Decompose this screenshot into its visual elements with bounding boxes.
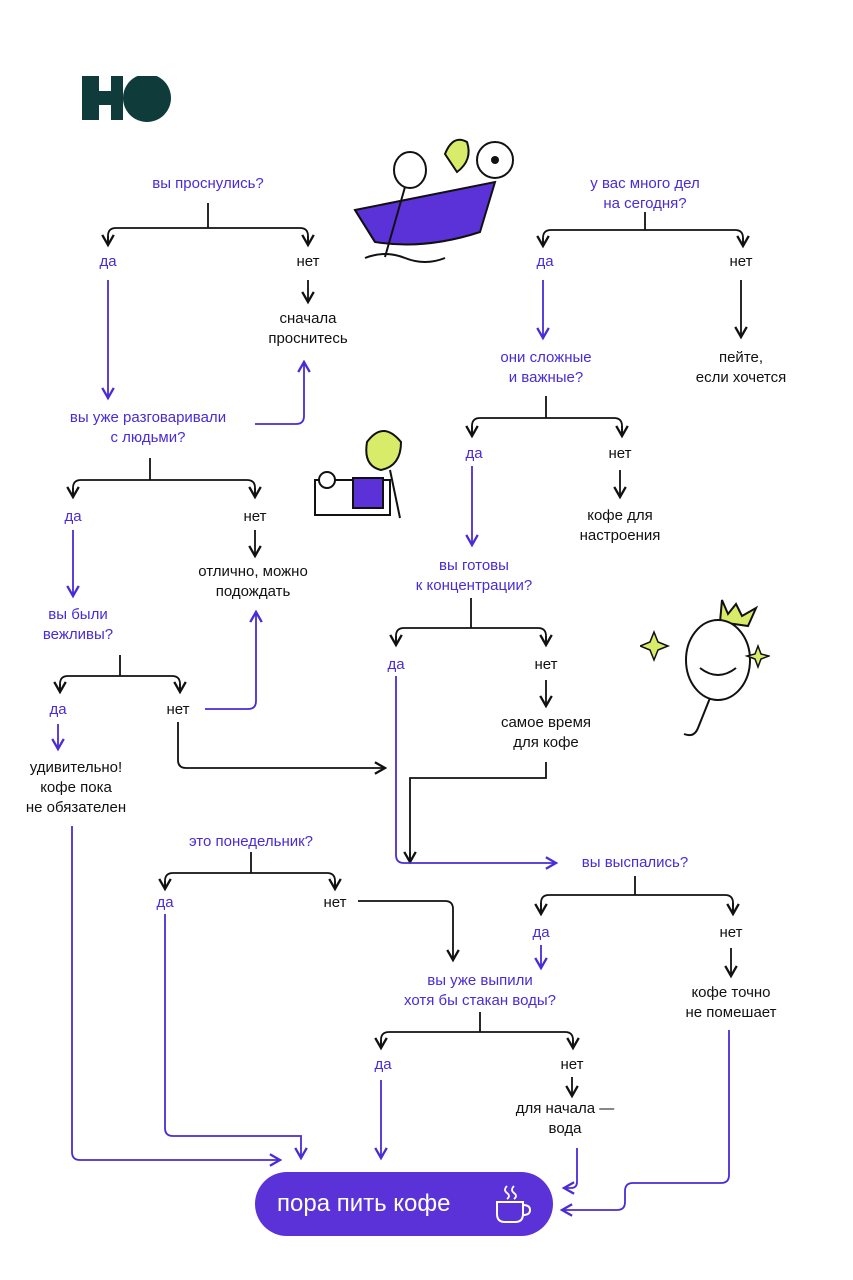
mirror-illustration (637, 598, 772, 753)
question-ready-focus: вы готовы к концентрации? (415, 557, 533, 594)
boat-illustration (345, 132, 525, 277)
result-wont-hurt: кофе точно не помешает (685, 984, 777, 1021)
answer-many-no: нет (729, 253, 753, 270)
answer-polite-no: нет (166, 701, 190, 718)
answer-monday-no: нет (323, 894, 347, 911)
answer-focus-no: нет (534, 656, 558, 673)
result-drink-if-want: пейте, если хочется (695, 349, 787, 386)
answer-slept-no: нет (719, 924, 743, 941)
answer-monday-yes: да (156, 894, 174, 911)
result-can-wait: отлично, можно подождать (198, 563, 308, 600)
time-for-coffee-button[interactable]: пора пить кофе (255, 1172, 553, 1236)
question-woke-up: вы проснулись? (152, 175, 264, 192)
answer-water-no: нет (560, 1056, 584, 1073)
result-time-for-coffee: самое время для кофе (500, 714, 592, 751)
answer-woke-no: нет (296, 253, 320, 270)
brand-logo (82, 74, 174, 127)
question-talked-to-people: вы уже разговаривали с людьми? (69, 409, 227, 446)
coffee-cup-icon (493, 1184, 532, 1229)
answer-slept-yes: да (532, 924, 550, 941)
answer-hard-no: нет (608, 445, 632, 462)
question-slept-well: вы выспались? (581, 854, 689, 871)
grocery-illustration (305, 420, 415, 530)
question-drank-water: вы уже выпили хотя бы стакан воды? (404, 972, 556, 1009)
branch-connectors (53, 203, 750, 1099)
answer-woke-yes: да (99, 253, 117, 270)
answer-focus-yes: да (387, 656, 405, 673)
result-water-first: для начала — вода (515, 1100, 615, 1137)
answer-polite-yes: да (49, 701, 67, 718)
cta-label: пора пить кофе (277, 1190, 451, 1217)
result-wake-first: сначала проснитесь (268, 310, 348, 347)
flow-lines (51, 280, 730, 1217)
question-hard-important: они сложные и важные? (500, 349, 592, 386)
result-amazing: удивительно! кофе пока не обязателен (25, 759, 127, 816)
question-many-tasks: у вас много дел на сегодня? (590, 175, 700, 212)
answer-hard-yes: да (465, 445, 483, 462)
result-mood-coffee: кофе для настроения (579, 507, 661, 544)
answer-many-yes: да (536, 253, 554, 270)
question-monday: это понедельник? (188, 833, 314, 850)
answer-water-yes: да (374, 1056, 392, 1073)
answer-talked-no: нет (243, 508, 267, 525)
question-were-polite: вы были вежливы? (42, 606, 114, 643)
answer-talked-yes: да (64, 508, 82, 525)
